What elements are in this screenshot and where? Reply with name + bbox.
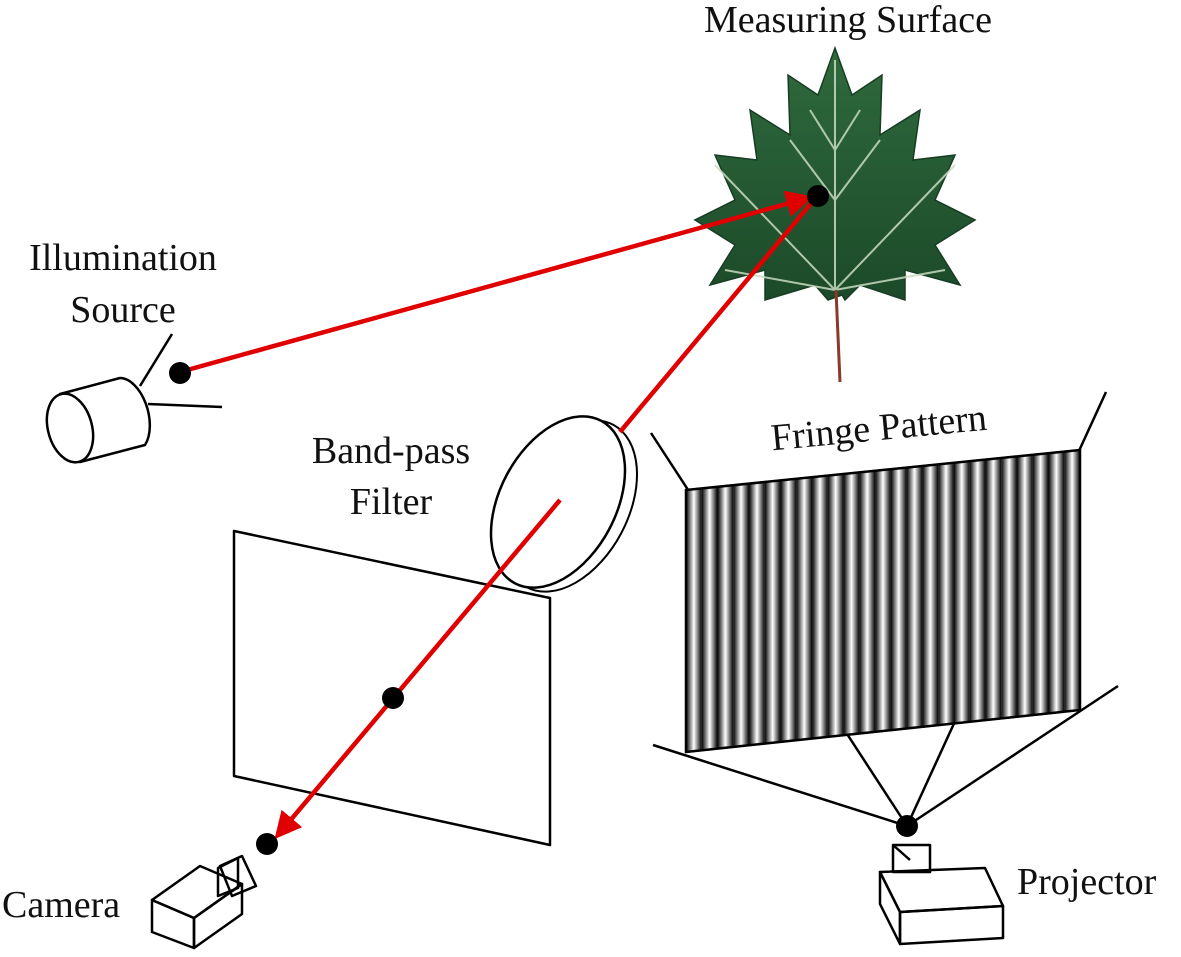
- point-markers: [169, 185, 918, 855]
- light-beams: [179, 190, 820, 840]
- fringe-stripe: [1001, 456, 1017, 719]
- fringe-stripe: [875, 469, 891, 732]
- fringe-stripe: [733, 483, 750, 747]
- label-bandpass-line1: Band-pass: [312, 430, 470, 472]
- illumination-source-icon: [45, 333, 223, 464]
- fringe-stripe: [1048, 451, 1065, 714]
- fringe-stripe: [1016, 454, 1033, 717]
- label-fringe-pattern: Fringe Pattern: [769, 397, 988, 460]
- fringe-stripe: [780, 478, 797, 742]
- leaf-stem: [834, 289, 842, 383]
- projector-point: [896, 815, 918, 837]
- source-point: [169, 362, 191, 384]
- fringe-stripe: [906, 466, 923, 729]
- projector-icon: [878, 843, 1005, 946]
- fringe-stripe: [796, 477, 813, 741]
- label-illumination-line1: Illumination: [29, 237, 217, 279]
- fringe-stripe: [890, 467, 907, 731]
- fringe-stripe: [812, 475, 828, 739]
- image-plane-point: [382, 687, 404, 709]
- fringe-stripe: [686, 488, 702, 752]
- fringe-stripe: [985, 458, 1002, 721]
- fringe-stripes: [686, 450, 1080, 752]
- label-measuring-surface: Measuring Surface: [704, 0, 992, 41]
- leaf-veins: [714, 60, 956, 291]
- fringe-stripe: [1064, 450, 1080, 712]
- fringe-stripe: [827, 474, 844, 737]
- label-bandpass-line2: Filter: [350, 481, 433, 523]
- fringe-stripe: [922, 464, 939, 727]
- image-plane: [232, 529, 552, 847]
- fringe-stripe: [701, 486, 718, 751]
- fringe-stripe: [717, 485, 734, 749]
- fringe-stripe: [859, 470, 876, 734]
- fringe-stripe: [843, 472, 860, 736]
- fringe-stripe: [953, 461, 970, 724]
- fringe-stripe: [764, 480, 781, 744]
- label-camera: Camera: [2, 884, 120, 926]
- reflected-beam-lower: [274, 498, 562, 840]
- fringe-stripe: [938, 462, 954, 726]
- leaf-icon: [693, 45, 977, 383]
- surface-point: [807, 185, 829, 207]
- reflected-beam-upper: [618, 193, 820, 434]
- label-illumination-line2: Source: [70, 289, 176, 331]
- fringe-stripe: [969, 459, 986, 722]
- fringe-pattern-panel: [684, 448, 1082, 754]
- fringe-stripe: [749, 482, 765, 746]
- camera-icon: [150, 854, 258, 950]
- illumination-beam: [179, 190, 814, 375]
- camera-point: [256, 833, 278, 855]
- fringe-stripe: [1032, 453, 1049, 716]
- label-projector: Projector: [1017, 861, 1157, 903]
